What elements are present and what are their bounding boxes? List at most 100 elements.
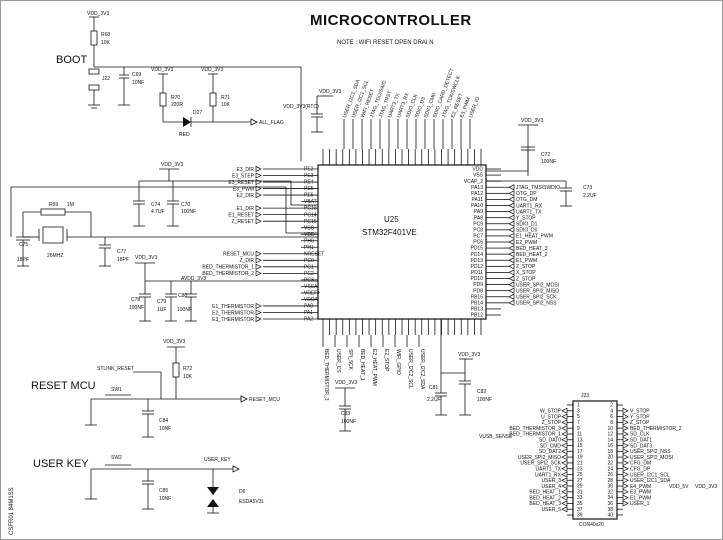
- net-label-right: Z_STOP: [516, 264, 536, 270]
- ref-r69: R69: [49, 202, 58, 208]
- esd-diode-icon: [207, 487, 219, 495]
- net-label-left: E3_STEP: [232, 173, 255, 179]
- mcu-top-pins: USER_I2C1_SDAUSER_I2C1_SCLWIFI_RESETJTAG…: [322, 68, 482, 165]
- ref-c79: C79: [157, 299, 166, 305]
- boot-circuit: VDD_3V3 R68 10K J22 C69 10NF: [87, 11, 302, 161]
- j23-pin-number: 26: [607, 472, 613, 478]
- j23-ref: J23: [581, 393, 589, 399]
- ref-c74: C74: [151, 202, 160, 208]
- mcu-left-pins: PE2E3_DIRPE3E3_STEPPE4E3_RESETPE5E3_PWMP…: [202, 165, 324, 323]
- net-flag-icon: [622, 419, 629, 426]
- j23-pin-number: 5: [577, 414, 580, 420]
- val-r72: 10K: [183, 374, 193, 380]
- net-label-left: E2_DIR: [236, 193, 254, 199]
- net-label-left: Z_RESET: [231, 219, 254, 225]
- decoupling-right: VDD_3V3 C72 100NF C73 2.2UF: [486, 118, 597, 207]
- pin-name-right: PC7: [473, 234, 483, 240]
- net-label-left: E3_DIR: [236, 167, 254, 173]
- resistor-r71: [209, 92, 217, 107]
- j23-left-label: UART1_RX: [535, 472, 562, 478]
- j23-left-label: BED_HEAT_1: [529, 490, 561, 496]
- ref-c85: C85: [159, 488, 168, 494]
- j23-pin-number: 27: [577, 478, 583, 484]
- net-label-bottom: USER_I2C2_SDA: [419, 349, 425, 390]
- ref-r68: R68: [101, 32, 110, 38]
- net-flag-icon: [255, 192, 262, 199]
- pin-name-right: PA8: [474, 215, 483, 221]
- j23-pin-number: 9: [577, 426, 580, 432]
- pin-name-left: PC14: [304, 212, 317, 218]
- ref-c77: C77: [117, 249, 126, 255]
- j23-left-label: USER_SPI2_MISO: [518, 455, 561, 461]
- net-label-right: JTAG_TMS/SWDIO: [516, 185, 560, 191]
- net-label-right: USER_SPI2_SCK: [516, 295, 557, 301]
- j23-pin-number: 34: [607, 495, 613, 501]
- pin-name-left: PA2: [304, 317, 313, 323]
- val-c85: 10NF: [159, 496, 171, 502]
- val-c79: 1UF: [157, 307, 166, 313]
- j23-left-label: BED_HEAT_2: [529, 495, 561, 501]
- j23-pin-number: 2: [610, 403, 613, 409]
- val-c83: 100NF: [341, 419, 356, 425]
- net-label-left: E1_RESET: [228, 212, 254, 218]
- ref-c81: C81: [429, 385, 438, 391]
- pin-name-left: PE4: [304, 180, 314, 186]
- net-flag-icon: [561, 442, 568, 449]
- pin-name-right: PA9: [474, 209, 483, 215]
- net-flag-icon: [561, 477, 568, 484]
- j23-left-label: BED_HEAT_3: [529, 501, 561, 507]
- pin-name-left: PC15: [304, 219, 317, 225]
- ref-c69: C69: [132, 72, 141, 78]
- net-vdd-label: VDD_3V3: [87, 11, 109, 17]
- ref-sw1: SW1: [111, 387, 122, 393]
- j23-left-label: SD_DAT2: [539, 449, 561, 455]
- j23-pin-number: 39: [577, 513, 583, 519]
- net-flag-icon: [622, 436, 629, 443]
- pin-name-left: PA1: [304, 310, 313, 316]
- net-flag-icon: [508, 269, 515, 276]
- net-label-left: E3_RESET: [228, 180, 254, 186]
- pin-name-left: VREF+: [304, 291, 320, 297]
- net-stlink-reset: STLINK_RESET: [97, 366, 134, 372]
- pin-name-right: PD13: [470, 258, 483, 264]
- pin-name-left: VDDA: [304, 297, 319, 303]
- net-label-bottom: WIFI_GPIO: [395, 349, 401, 375]
- j23-right-label: USER_1: [630, 501, 650, 507]
- j23-right-label: USER_SPI2_NSS: [630, 449, 671, 455]
- net-label-right: E1_HEAT_PWM: [516, 234, 553, 240]
- jumper-j22-bottom: [88, 84, 100, 91]
- resistor-r69: [40, 208, 66, 216]
- net-flag-icon: [255, 309, 262, 316]
- led-circuit: VDD_3V3 R70 220R D27 RED VDD_3V3 R71 10K…: [151, 67, 319, 138]
- j23-right-label: CFG_DP: [630, 466, 651, 472]
- j23-pin-number: 6: [610, 414, 613, 420]
- j23-pin-number: 33: [577, 495, 583, 501]
- resistor-r72: [172, 362, 180, 378]
- val-c75: 18PF: [17, 257, 29, 263]
- net-label-left: E1_THERMISTOR: [212, 304, 254, 310]
- net-flag-icon: [508, 232, 515, 239]
- net-flag-icon: [622, 442, 629, 449]
- j23-pin-number: 3: [577, 408, 580, 414]
- net-flag-icon: [561, 465, 568, 472]
- net-label-left: E3_THERMISTOR: [212, 317, 254, 323]
- val-c70: 100NF: [181, 209, 196, 215]
- val-d27: RED: [179, 132, 190, 138]
- crystal-y: [42, 226, 64, 244]
- net-user-key: USER_KEY: [204, 457, 231, 463]
- pin-name-right: PB12: [471, 313, 483, 319]
- net-label-bottom: USER_CS: [335, 349, 341, 373]
- j23-left-pins: 13W_STOP5U_STOP7Z_STOP9BED_THERMISTOR_31…: [509, 403, 582, 519]
- net-label-right: USER_SPI2_NSS: [516, 301, 557, 307]
- net-label-right: Y_STOP: [516, 215, 536, 221]
- j23-left-label: USER_4: [542, 484, 562, 490]
- j23-pin-number: 15: [577, 443, 583, 449]
- j23-right-label: CFG_DM: [630, 461, 651, 467]
- pin-name-left: PE6: [304, 193, 314, 199]
- pin-name-right: PB13: [471, 307, 483, 313]
- net-vusb-sense: VUSB_SENSE: [479, 434, 513, 440]
- net-flag-icon: [255, 172, 262, 179]
- section-boot: BOOT: [56, 54, 87, 66]
- ref-d6: D6: [239, 489, 246, 495]
- section-user-key: USER KEY: [33, 458, 89, 470]
